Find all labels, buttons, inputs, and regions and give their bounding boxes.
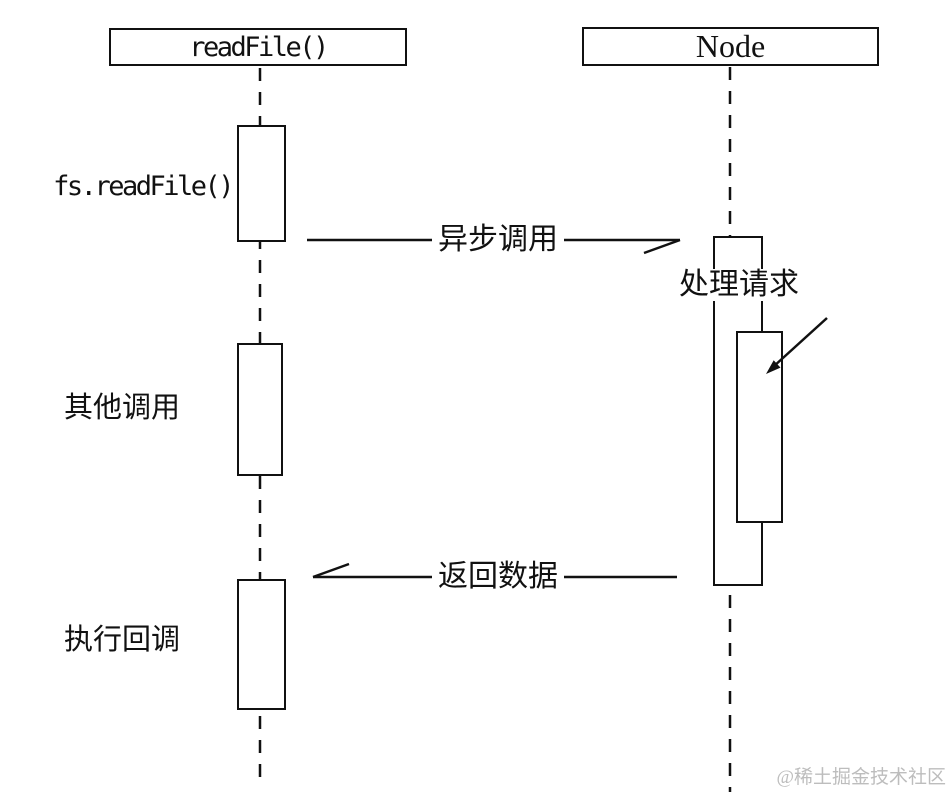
activation-fs-readfile	[237, 125, 286, 242]
activation-node-inner	[736, 331, 783, 523]
activation-exec-callback	[237, 579, 286, 710]
actor-readfile: readFile()	[109, 28, 407, 66]
watermark-text: @稀土掘金技术社区	[776, 767, 947, 788]
fs-readfile-label: fs.readFile()	[53, 171, 234, 202]
actor-readfile-label: readFile()	[189, 31, 329, 63]
actor-node-label: Node	[695, 28, 766, 64]
activation-other-calls	[237, 343, 283, 476]
actor-node: Node	[582, 27, 879, 66]
other-calls-label: 其他调用	[64, 392, 181, 424]
async-call-label: 异步调用	[432, 223, 564, 257]
exec-callback-label: 执行回调	[64, 624, 181, 656]
return-arrowhead-icon	[312, 562, 350, 579]
async-arrowhead-icon	[643, 238, 681, 255]
process-request-label: 处理请求	[676, 269, 802, 301]
return-data-label: 返回数据	[432, 560, 564, 594]
